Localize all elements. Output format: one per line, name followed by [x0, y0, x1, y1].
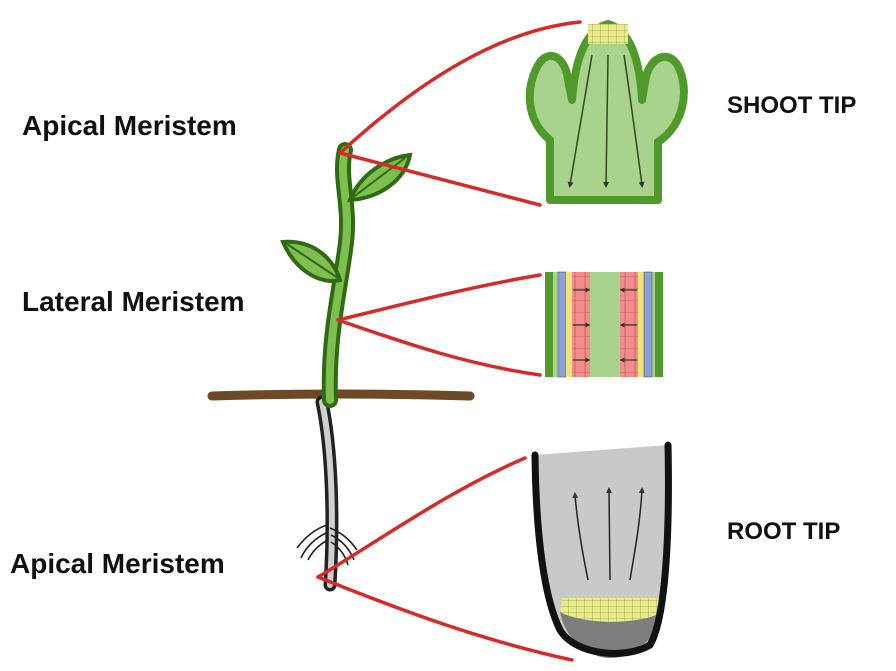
shoot-tip-detail: [530, 24, 684, 200]
lateral-meristem-detail: [545, 272, 663, 377]
lateral-leader-top: [338, 275, 540, 320]
root-leader-bottom: [318, 577, 572, 660]
shoot-meristem-cells: [588, 24, 628, 44]
lower-leaf: [283, 242, 340, 281]
root-tip-detail: [535, 445, 668, 658]
lateral-leader-bottom: [338, 320, 540, 375]
root-leader-top: [318, 458, 525, 577]
soil-line: [212, 394, 470, 396]
